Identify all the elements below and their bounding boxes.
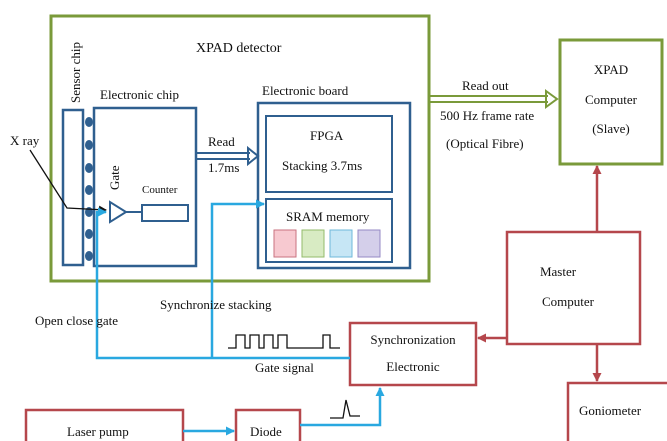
stacking-label: Stacking 3.7ms bbox=[282, 158, 362, 173]
sync-stacking-label: Synchronize stacking bbox=[160, 297, 272, 312]
fpga-label: FPGA bbox=[310, 128, 344, 143]
memory-block-pink bbox=[273, 229, 297, 258]
laser-pump-box bbox=[24, 408, 185, 441]
master-computer-line1: Master bbox=[540, 264, 577, 279]
goniometer-label: Goniometer bbox=[579, 403, 642, 418]
sensor-pixel bbox=[85, 185, 93, 195]
xray-label: X ray bbox=[10, 133, 40, 148]
readout-arrow-head bbox=[545, 89, 559, 109]
xpad-computer-line3: (Slave) bbox=[592, 121, 630, 136]
sync-stacking-line bbox=[210, 199, 265, 358]
counter-label: Counter bbox=[142, 184, 178, 196]
gate-amplifier bbox=[109, 200, 128, 224]
counter-box bbox=[141, 204, 189, 222]
sync-electronic-box bbox=[348, 321, 478, 387]
sensor-pixel bbox=[85, 229, 93, 239]
sensor-pixel bbox=[85, 117, 93, 127]
sync-electronic-line1: Synchronization bbox=[370, 332, 456, 347]
diode-pulse-waveform bbox=[330, 399, 360, 419]
fpga-box bbox=[265, 115, 393, 193]
gate-label: Gate bbox=[107, 165, 122, 190]
gate-signal-line bbox=[95, 207, 350, 360]
electronic-board bbox=[256, 101, 412, 270]
xray-arrow bbox=[29, 149, 107, 214]
diode-to-sync-arrow bbox=[300, 387, 385, 427]
sensor-chip-label: Sensor chip bbox=[68, 42, 83, 103]
laser-pump-label: Laser pump bbox=[67, 424, 129, 439]
optical-fibre-label: (Optical Fibre) bbox=[446, 136, 524, 151]
open-close-gate-label: Open close gate bbox=[35, 313, 118, 328]
sync-electronic-line2: Electronic bbox=[386, 359, 440, 374]
diode-box bbox=[234, 408, 302, 441]
read-label: Read bbox=[208, 134, 235, 149]
sensor-chip bbox=[61, 108, 85, 267]
read-arrow-head bbox=[247, 145, 260, 167]
memory-block-purple bbox=[357, 229, 381, 258]
electronic-chip-label: Electronic chip bbox=[100, 87, 179, 102]
sram-box bbox=[265, 198, 393, 263]
frame-rate-label: 500 Hz frame rate bbox=[440, 108, 534, 123]
read-out-label: Read out bbox=[462, 78, 509, 93]
xpad-computer-box bbox=[558, 38, 664, 166]
diode-label: Diode bbox=[250, 424, 282, 439]
sram-label: SRAM memory bbox=[286, 209, 370, 224]
goniometer-box bbox=[566, 381, 667, 441]
sensor-pixel bbox=[85, 140, 93, 150]
sensor-pixel bbox=[85, 163, 93, 173]
xpad-detector-box bbox=[49, 14, 431, 283]
master-computer-box bbox=[505, 230, 642, 346]
xpad-detector-label: XPAD detector bbox=[196, 41, 282, 56]
memory-block-green bbox=[301, 229, 325, 258]
memory-block-cyan bbox=[329, 229, 353, 258]
electronic-chip bbox=[92, 106, 198, 268]
xpad-computer-line2: Computer bbox=[585, 92, 638, 107]
read-time-label: 1.7ms bbox=[208, 160, 239, 175]
gate-signal-label: Gate signal bbox=[255, 360, 314, 375]
xpad-computer-line1: XPAD bbox=[594, 62, 628, 77]
electronic-board-label: Electronic board bbox=[262, 83, 349, 98]
master-computer-line2: Computer bbox=[542, 294, 595, 309]
sensor-pixel bbox=[85, 251, 93, 261]
gate-signal-waveform bbox=[228, 334, 340, 349]
sensor-pixels bbox=[85, 117, 93, 261]
